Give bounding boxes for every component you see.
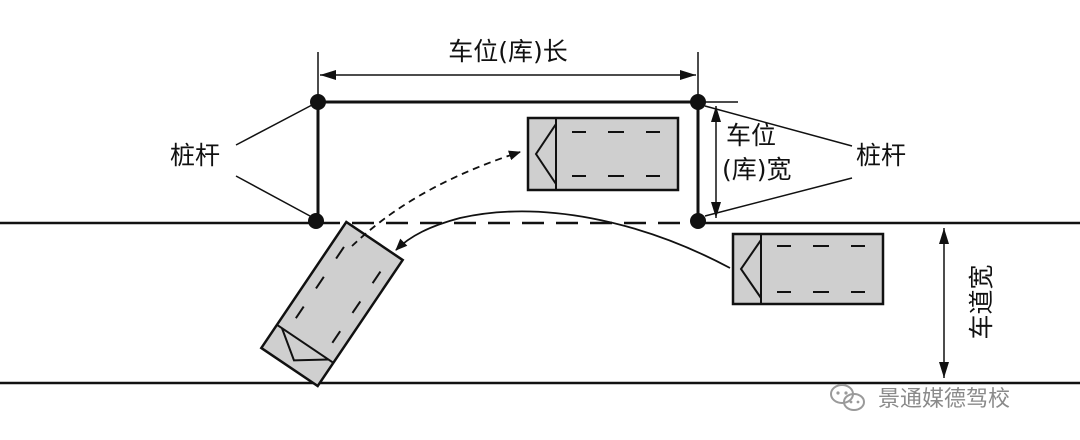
- pole-leader-left-top: [235, 104, 313, 146]
- spot-width-label-line1: 车位: [726, 121, 776, 150]
- pole-leader-right-bottom: [704, 177, 853, 217]
- trajectory-forward-path: [395, 210, 731, 269]
- parking-spot-outline: [316, 100, 700, 223]
- pole-leader-right-top: [704, 105, 853, 147]
- pole-marker-top-left: [310, 94, 326, 110]
- pole-marker-bottom-right: [690, 213, 706, 229]
- length-arrow-left: [320, 70, 336, 80]
- wechat-icon: [830, 384, 865, 411]
- lane-width-label: 车道宽: [967, 264, 996, 339]
- width-arrow-bottom: [711, 202, 721, 218]
- lane-arrow-bottom: [939, 362, 949, 378]
- pole-marker-top-right: [690, 94, 706, 110]
- watermark: 景通媒德驾校: [830, 384, 1010, 412]
- spot-width-label-line2: (库)宽: [722, 155, 792, 184]
- vehicle-start: [731, 232, 885, 306]
- lane-arrow-top: [939, 228, 949, 244]
- watermark-text: 景通媒德驾校: [878, 387, 1010, 412]
- trajectory-reverse-path: [351, 150, 521, 247]
- width-arrow-top: [711, 106, 721, 122]
- length-arrow-right: [680, 70, 696, 80]
- pole-leader-left-bottom: [235, 175, 311, 217]
- vehicle-parked: [526, 116, 680, 192]
- pole-label-right: 桩杆: [856, 141, 906, 170]
- spot-length-label: 车位(库)长: [448, 37, 568, 66]
- vehicle-angled: [259, 220, 405, 388]
- pole-label-left: 桩杆: [170, 141, 220, 170]
- pole-marker-bottom-left: [308, 213, 324, 229]
